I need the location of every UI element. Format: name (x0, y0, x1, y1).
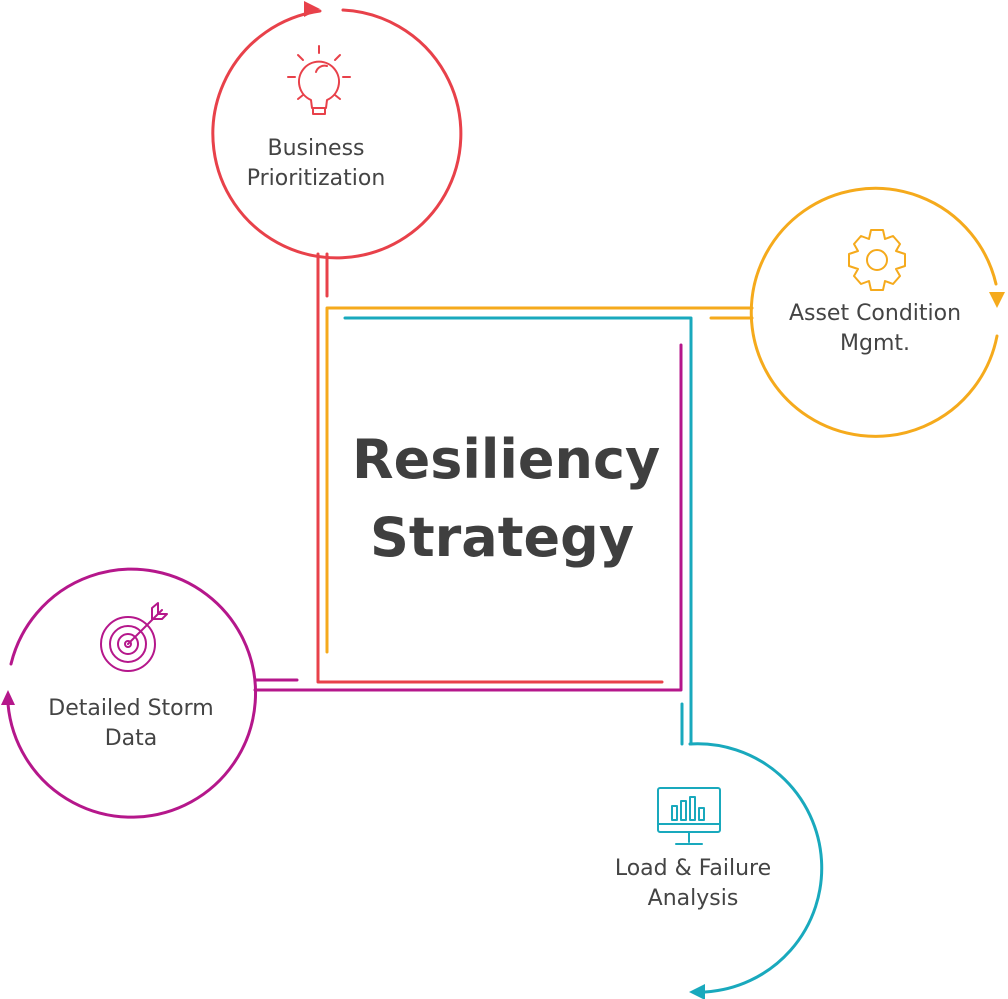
storm-label-line-2: Data (104, 726, 158, 751)
storm-data-label: Detailed Storm Data (20, 694, 242, 754)
storm-label-line-1: Detailed Storm (48, 696, 214, 721)
lightbulb-icon (287, 45, 351, 115)
load-circle-arc (688, 742, 824, 994)
business-arrowhead (304, 1, 320, 17)
storm-arrowhead (1, 690, 15, 705)
asset-label-line-2: Mgmt. (840, 331, 910, 356)
storm-circle-arc (6, 567, 258, 819)
business-prioritization-label: Business Prioritization (216, 134, 416, 194)
resiliency-strategy-title: Resiliency Strategy (352, 421, 661, 577)
title-line-2: Strategy (369, 506, 635, 569)
asset-condition-node (325, 186, 1005, 654)
storm-data-node (1, 343, 683, 819)
load-label-line-2: Analysis (647, 886, 739, 911)
business-label-line-1: Business (267, 136, 365, 161)
asset-connector-line (325, 306, 754, 654)
load-connector-line (343, 316, 693, 746)
asset-label-line-1: Asset Condition (788, 301, 962, 326)
load-failure-node (343, 316, 824, 999)
load-arrowhead (689, 984, 705, 999)
load-failure-label: Load & Failure Analysis (582, 854, 804, 914)
title-line-1: Resiliency (352, 428, 661, 491)
business-circle-arc (211, 8, 463, 260)
business-connector-line (316, 252, 664, 684)
business-label-line-2: Prioritization (246, 166, 386, 191)
business-prioritization-node (211, 1, 664, 684)
asset-circle-arc (749, 186, 999, 438)
gear-icon (848, 229, 906, 291)
target-icon (100, 602, 168, 672)
storm-connector-line (253, 343, 683, 692)
asset-condition-label: Asset Condition Mgmt. (765, 299, 985, 359)
monitor-chart-icon (657, 787, 721, 845)
asset-arrowhead (989, 292, 1005, 308)
load-label-line-1: Load & Failure (614, 856, 772, 881)
